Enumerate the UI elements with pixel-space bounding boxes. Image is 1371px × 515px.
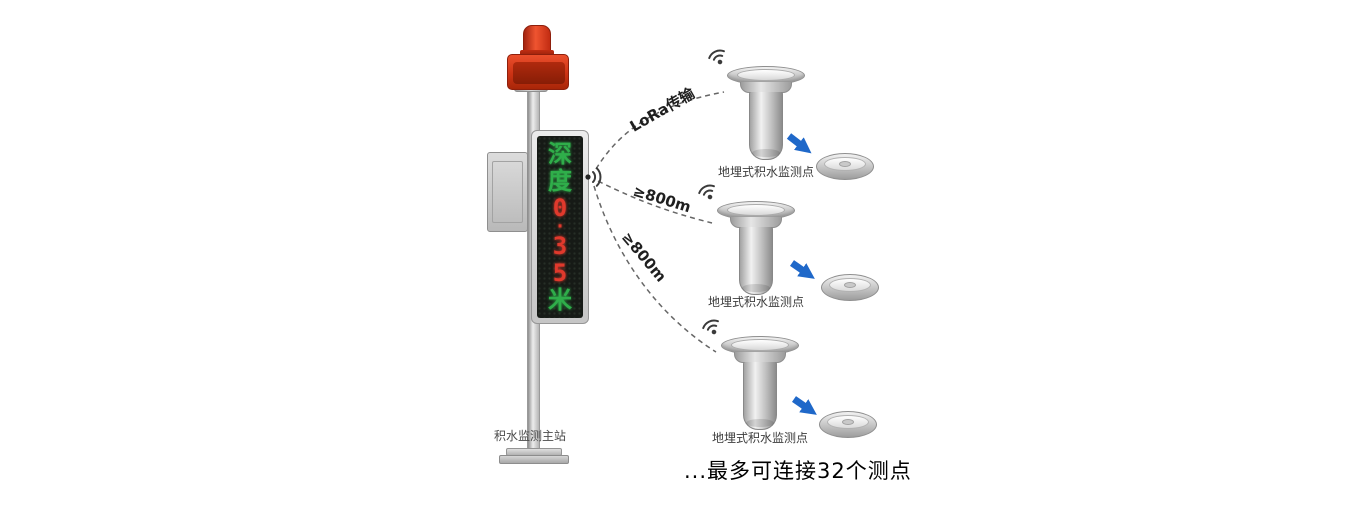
led-char: 深 [548,140,572,168]
buried-sensor [716,201,796,301]
led-char: 米 [548,286,572,314]
station-label: 积水监测主站 [493,429,566,443]
wifi-icon [698,184,715,200]
led-char: 度 [548,166,572,195]
sensor-flange-top [727,204,785,216]
sensor-label: 地埋式积水监测点 [717,165,814,179]
led-char: · [554,215,566,237]
sensor-label: 地埋式积水监测点 [707,295,804,309]
led-screen: 深 度 0 · 3 5 米 [537,136,583,318]
buried-sensor [726,66,806,166]
link-label-lora: LoRa传输 [626,84,698,136]
led-display-panel: 深 度 0 · 3 5 米 [531,130,589,324]
wifi-icon [702,319,719,335]
link-label-range-1: ≥800m [630,181,694,217]
alarm-beacon-ring [520,50,554,57]
link-label-range-2: ≥800m [617,228,671,286]
sensor-barrel [739,227,773,295]
pole-foot-plate [499,455,569,464]
disc-hub [844,282,856,288]
junction-box [487,152,528,232]
sensor-flange-top [731,339,789,351]
sensor-barrel [749,92,783,160]
capacity-note: ...最多可连接32个测点 [684,459,912,483]
surface-disc-sensor [821,274,879,301]
surface-disc-sensor [819,411,877,438]
surface-disc-sensor [816,153,874,180]
buried-sensor [720,336,800,436]
sensor-flange-top [737,69,795,81]
disc-hub [839,161,851,167]
sensor-barrel [743,362,777,430]
led-char: 0 [552,193,568,222]
led-char: 3 [552,232,568,261]
sensor-label: 地埋式积水监测点 [711,431,808,445]
alarm-horn-speaker [507,54,569,90]
led-char: 5 [552,259,568,288]
disc-hub [842,419,854,425]
alarm-beacon [523,25,551,54]
alarm-horn-mouth [513,62,565,84]
wifi-icon [708,49,725,65]
